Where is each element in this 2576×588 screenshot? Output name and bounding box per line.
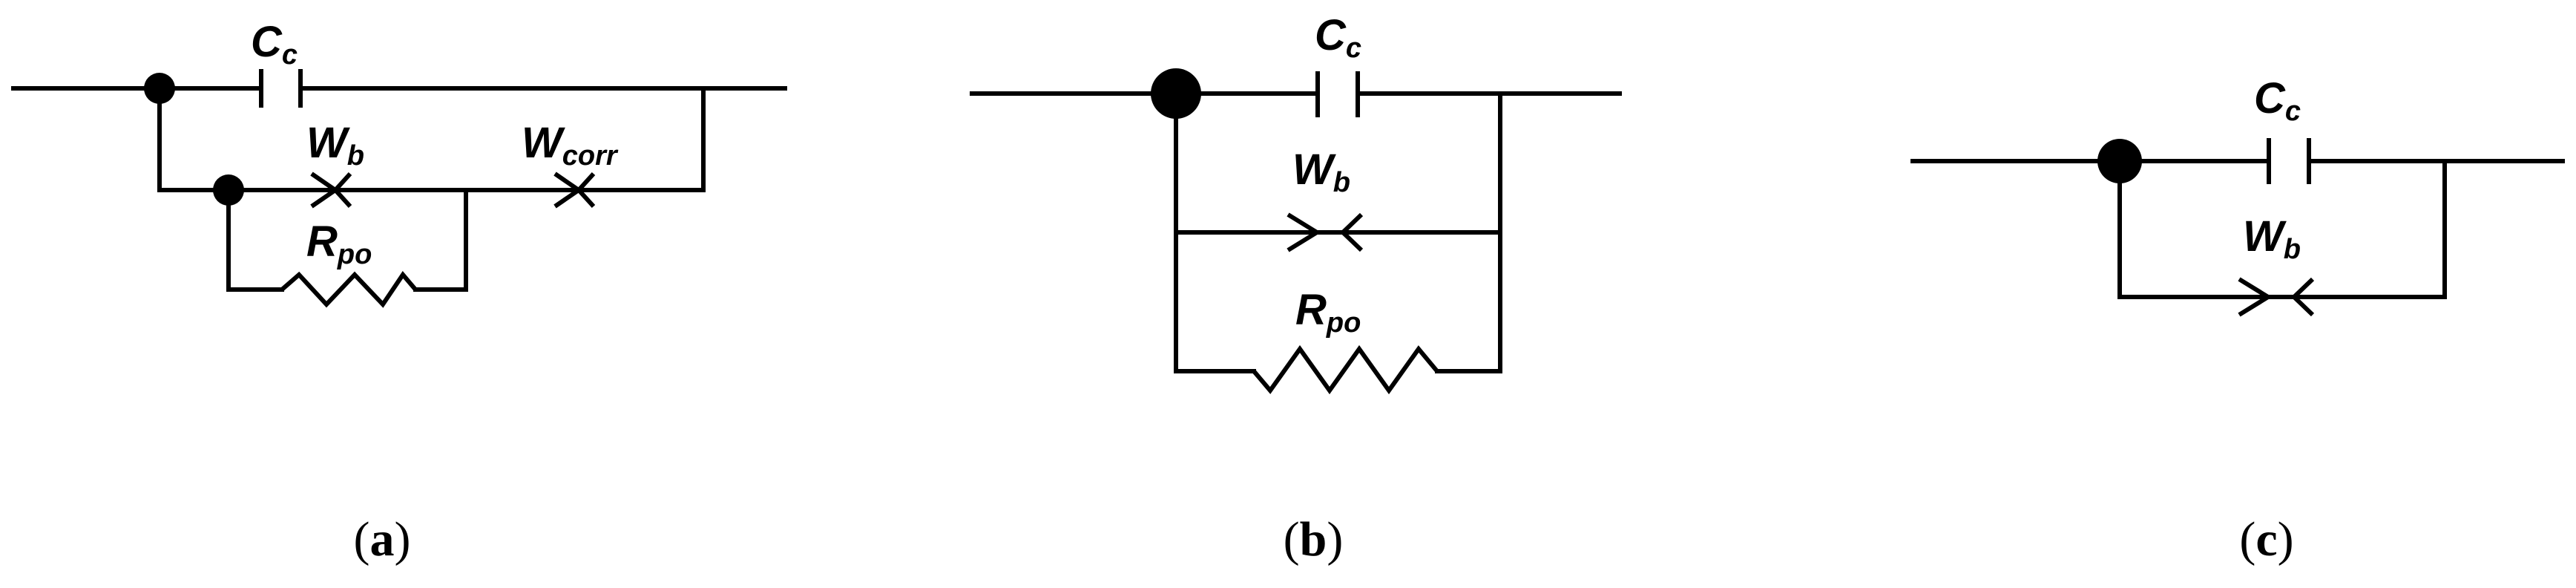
circuit-b-label-resistor: Rpo (1295, 286, 1361, 339)
circuit-a: Cc Wb Wcorr Rpo (a) (11, 18, 787, 566)
caption-a: (a) (354, 512, 411, 566)
circuit-a-label-capacitor: Cc (251, 18, 298, 71)
circuit-b-node (1151, 68, 1201, 119)
circuit-c-warburg-b (2238, 277, 2315, 317)
circuit-b-resistor (1252, 344, 1439, 395)
circuit-c-capacitor (2267, 138, 2311, 184)
circuit-a-warburg-b (229, 172, 352, 209)
circuit-b-right-wire (1435, 91, 1502, 373)
circuit-c-left-wire (2117, 159, 2267, 299)
circuit-a-node-2 (213, 174, 244, 206)
circuit-b: Cc Wb Rpo (b) (970, 11, 1622, 566)
circuit-b-capacitor (1315, 71, 1360, 117)
circuit-a-branch-wire (157, 86, 231, 192)
circuit-a-node-1 (144, 73, 175, 104)
circuit-b-label-warburg-b: Wb (1292, 146, 1350, 198)
caption-c: (c) (2239, 512, 2293, 566)
circuit-a-label-resistor: Rpo (306, 218, 372, 270)
circuit-a-label-warburg-b: Wb (306, 119, 364, 172)
circuit-a-label-warburg-corr: Wcorr (522, 119, 619, 172)
circuit-c-label-warburg-b: Wb (2243, 212, 2301, 265)
circuit-b-left-wire (1174, 91, 1256, 373)
circuit-c-label-capacitor: Cc (2254, 74, 2301, 127)
circuit-a-capacitor (259, 69, 303, 108)
caption-b: (b) (1284, 512, 1344, 566)
circuit-c: Cc Wb (c) (1910, 74, 2565, 566)
circuit-c-right-wire (2292, 159, 2447, 299)
circuit-a-resistor-loop (226, 188, 468, 292)
circuit-c-node (2097, 139, 2142, 183)
circuit-b-label-capacitor: Cc (1315, 11, 1361, 64)
circuit-a-resistor (280, 271, 418, 308)
